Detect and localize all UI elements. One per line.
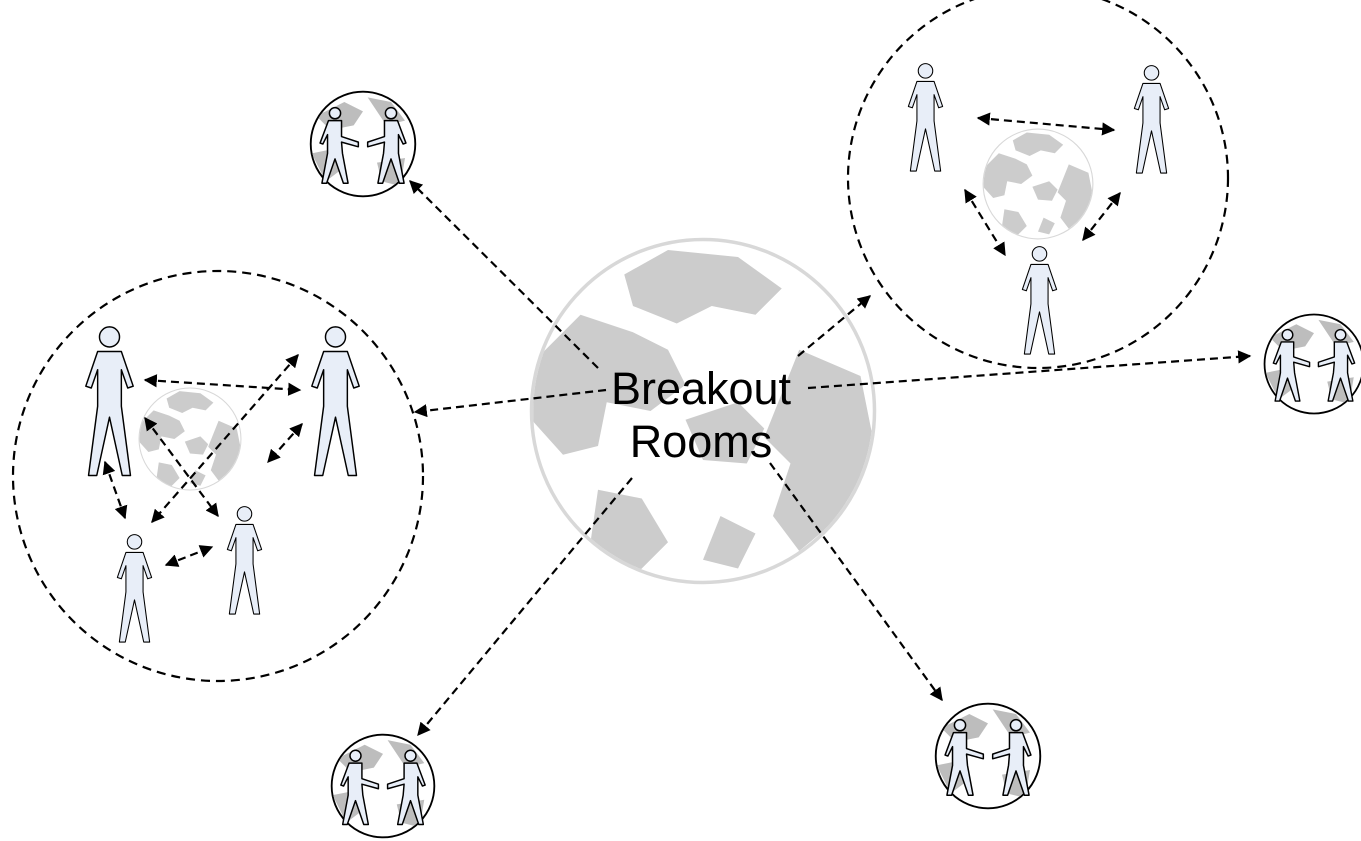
pair-globe-bottom-right-icon: [936, 704, 1041, 809]
left-room-person-3-icon: [116, 533, 153, 643]
left-room-person-1-icon: [85, 326, 134, 477]
left-room-boundary: [11, 269, 425, 683]
top-right-room-links: [964, 112, 1121, 257]
center-title-line-1: Breakout: [610, 363, 792, 414]
top-right-room-person-2-icon: [1133, 64, 1170, 174]
center-title: Breakout Rooms: [560, 362, 842, 468]
center-title-line-2: Rooms: [629, 416, 773, 467]
top-right-room-person-3-icon: [1021, 245, 1058, 355]
top-right-room-person-1-icon: [907, 62, 944, 172]
pair-globe-right-icon: [1265, 315, 1361, 414]
pair-globe-top-left-icon: [311, 92, 416, 197]
left-room-links: [102, 354, 303, 567]
top-right-room-boundary: [846, 0, 1230, 370]
left-room-person-2-icon: [311, 326, 360, 477]
central-spokes: [409, 180, 1252, 737]
top-right-room-globe-icon: [983, 129, 1093, 239]
pair-globe-bottom-left-icon: [332, 735, 435, 838]
left-room-person-4-icon: [226, 505, 263, 615]
